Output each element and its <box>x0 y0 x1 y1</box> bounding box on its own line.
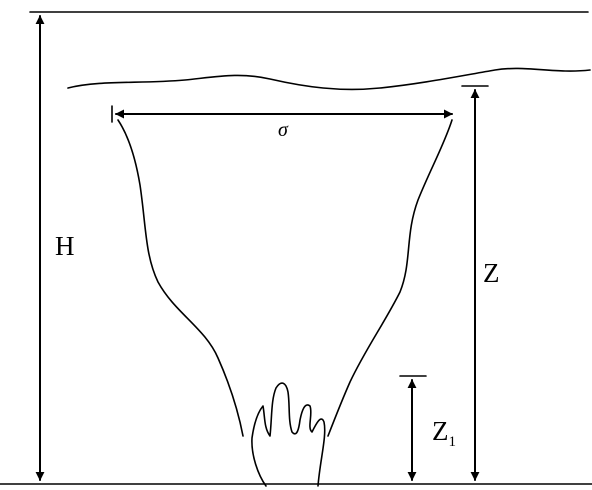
height-label: H <box>55 231 75 261</box>
z1-label-main: Z <box>432 416 449 446</box>
z1-label-subscript: 1 <box>449 434 457 450</box>
plume-right-boundary <box>327 119 453 437</box>
smoke-layer-interface <box>67 67 591 91</box>
plume-left-boundary <box>117 119 244 437</box>
z1-label: Z1 <box>432 416 456 450</box>
plume-width-label: σ <box>278 119 289 141</box>
z-label: Z <box>483 258 500 288</box>
flame <box>251 382 326 487</box>
